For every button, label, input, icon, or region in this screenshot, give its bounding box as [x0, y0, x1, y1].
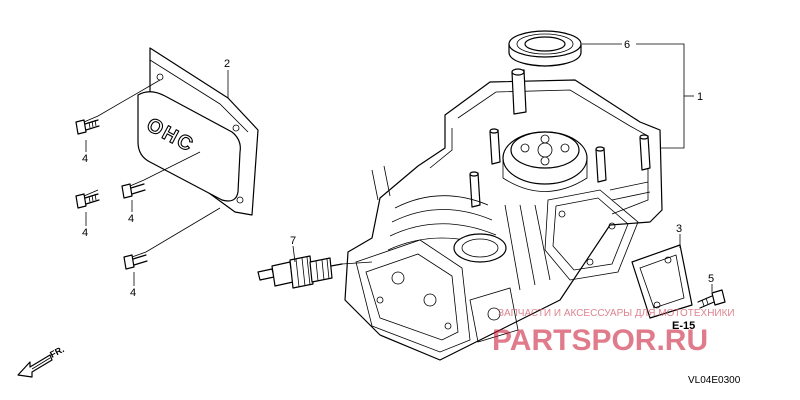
spark-plug	[257, 255, 343, 289]
diagram-code: VL04E0300	[688, 375, 741, 386]
cylinder-block	[344, 68, 663, 361]
callout-4d: 4	[130, 287, 136, 299]
front-arrow-icon	[17, 354, 53, 378]
bolt-4b	[75, 193, 100, 209]
bolt-5	[697, 289, 726, 309]
callout-3: 3	[676, 223, 682, 235]
gasket	[631, 244, 693, 319]
leader-lines	[83, 43, 713, 292]
reference-label: E-15	[672, 320, 695, 332]
bolt-4a	[75, 119, 100, 135]
callout-1: 1	[697, 91, 703, 103]
valve-cover: OHC	[137, 47, 259, 216]
watermark-tagline: ЗАПЧАСТИ И АКСЕССУАРЫ ДЛЯ МОТОТЕХНИКИ	[498, 308, 735, 319]
watermark-site: PARTSPOR.RU	[492, 324, 708, 357]
callout-7: 7	[290, 235, 296, 247]
callout-4b: 4	[82, 227, 88, 239]
bolt-4d	[123, 254, 148, 270]
bolt-4c	[121, 183, 146, 199]
callout-5: 5	[708, 273, 714, 285]
callout-4a: 4	[82, 153, 88, 165]
callout-4c: 4	[128, 213, 134, 225]
oil-seal	[508, 30, 582, 67]
front-label: FR.	[48, 344, 65, 360]
callout-2: 2	[224, 58, 230, 70]
callout-6: 6	[624, 39, 630, 51]
